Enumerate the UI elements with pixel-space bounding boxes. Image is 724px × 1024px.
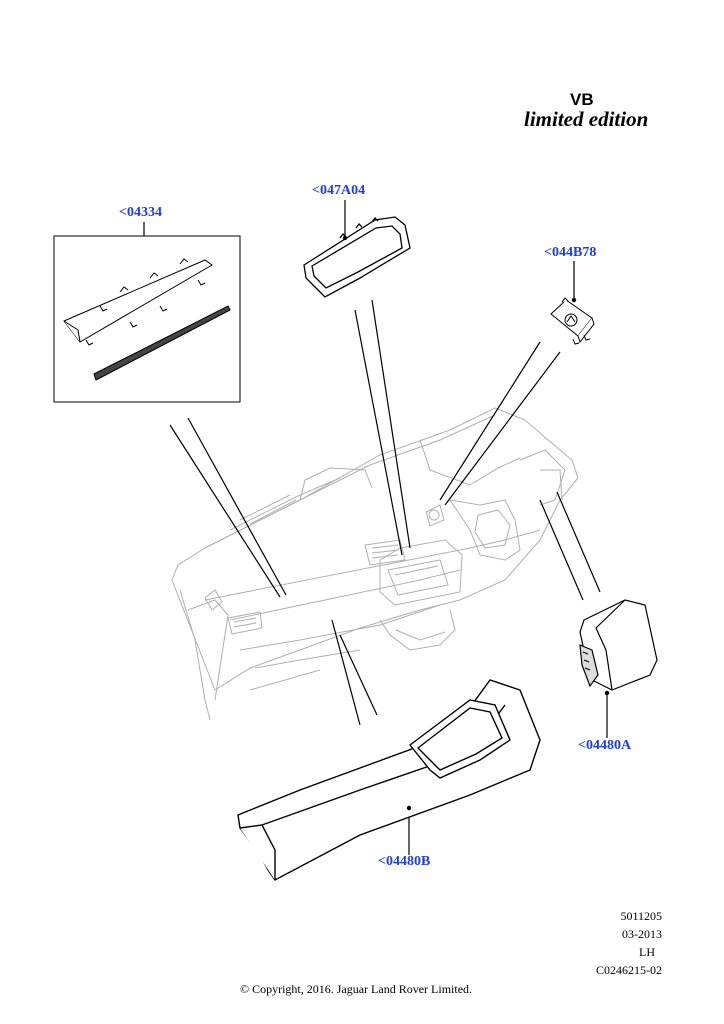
leader-lines (143, 200, 608, 855)
callout-04480A[interactable]: <04480A (578, 738, 632, 753)
callout-04480B[interactable]: <04480B (378, 854, 431, 869)
lower-panel-part (237, 679, 541, 881)
dashboard-assembly (171, 407, 579, 721)
end-cap-part (579, 599, 658, 691)
callout-044B78[interactable]: <044B78 (544, 245, 597, 260)
edition-label: limited edition (524, 107, 649, 131)
model-code: VB (570, 90, 594, 109)
reference-date: 03-2013 (622, 927, 662, 941)
callout-04334[interactable]: <04334 (119, 205, 162, 220)
callout-047A04[interactable]: <047A04 (312, 183, 366, 198)
switch-part (550, 297, 595, 345)
copyright-notice: © Copyright, 2016. Jaguar Land Rover Lim… (239, 982, 473, 996)
trim-strip-part (63, 258, 231, 381)
bezel-frame-part (303, 216, 411, 298)
reference-code: C0246215-02 (596, 963, 662, 977)
reference-number: 5011205 (620, 909, 662, 923)
callout-markers (342, 235, 610, 811)
part-group-box (53, 235, 241, 403)
reference-side: LH (639, 945, 655, 959)
